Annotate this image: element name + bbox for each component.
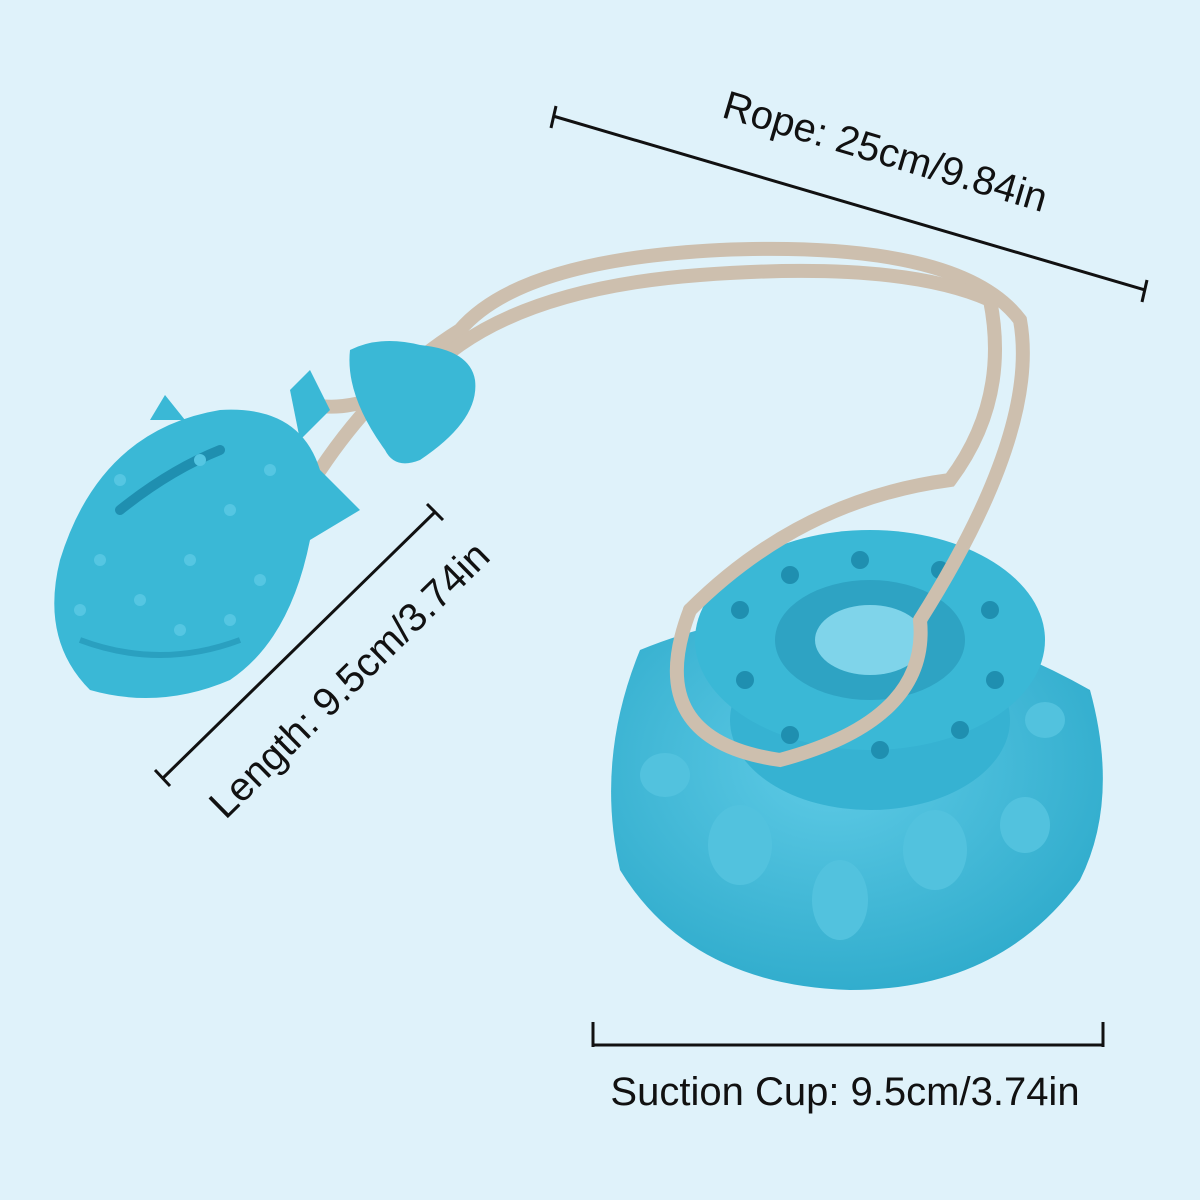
rope-clip — [349, 341, 476, 464]
suction-cup-dimension-label: Suction Cup: 9.5cm/3.74in — [610, 1070, 1080, 1114]
rope-dimension-line — [549, 105, 1149, 303]
suction-cup — [611, 530, 1103, 990]
length-dimension-line — [153, 502, 445, 788]
suction-cup-dimension-line — [591, 1022, 1105, 1047]
fish-chew-toy — [54, 370, 361, 698]
